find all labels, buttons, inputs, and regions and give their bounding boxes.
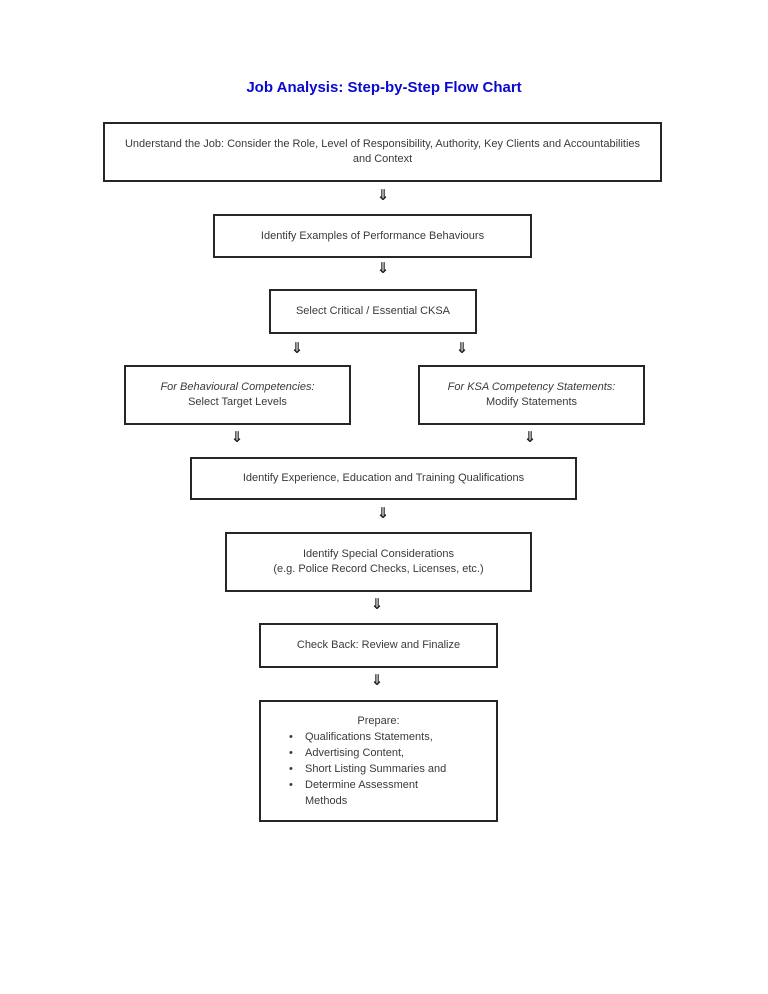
prepare-bullet-item: Short Listing Summaries and: [279, 761, 461, 777]
down-arrow-icon: ⇓: [455, 339, 469, 357]
prepare-bullet-item: Advertising Content,: [279, 745, 461, 761]
node-behavioural-competencies: For Behavioural Competencies: Select Tar…: [124, 365, 351, 425]
prepare-bullet-item: Qualifications Statements,: [279, 729, 461, 745]
node-special-considerations-line1: Identify Special Considerations: [302, 548, 455, 560]
down-arrow-icon: ⇓: [230, 428, 244, 446]
page-title: Job Analysis: Step-by-Step Flow Chart: [246, 79, 522, 96]
node-behavioural-label: Select Target Levels: [188, 396, 287, 408]
node-prepare: Prepare: Qualifications Statements, Adve…: [259, 700, 498, 822]
node-prepare-heading: Prepare:: [357, 714, 400, 727]
node-check-back: Check Back: Review and Finalize: [259, 623, 498, 668]
down-arrow-icon: ⇓: [370, 671, 384, 689]
down-arrow-icon: ⇓: [523, 428, 537, 446]
node-behavioural-heading: For Behavioural Competencies:: [160, 381, 315, 393]
prepare-bullet-item: Determine Assessment Methods: [279, 777, 461, 809]
down-arrow-icon: ⇓: [376, 259, 390, 277]
node-understand-job-label: Understand the Job: Consider the Role, L…: [124, 138, 641, 165]
node-ksa-label: Modify Statements: [485, 396, 578, 408]
node-select-cksa: Select Critical / Essential CKSA: [269, 289, 477, 334]
node-special-considerations: Identify Special Considerations (e.g. Po…: [225, 532, 532, 592]
node-check-back-label: Check Back: Review and Finalize: [296, 639, 461, 651]
node-select-cksa-label: Select Critical / Essential CKSA: [295, 305, 451, 317]
node-ksa-statements: For KSA Competency Statements: Modify St…: [418, 365, 645, 425]
down-arrow-icon: ⇓: [376, 186, 390, 204]
node-identify-qualifications: Identify Experience, Education and Train…: [190, 457, 577, 500]
node-ksa-heading: For KSA Competency Statements:: [447, 381, 616, 393]
down-arrow-icon: ⇓: [376, 504, 390, 522]
node-special-considerations-line2: (e.g. Police Record Checks, Licenses, et…: [273, 563, 484, 575]
down-arrow-icon: ⇓: [370, 595, 384, 613]
node-understand-job: Understand the Job: Consider the Role, L…: [103, 122, 662, 182]
node-identify-examples: Identify Examples of Performance Behavio…: [213, 214, 532, 258]
node-identify-qualifications-label: Identify Experience, Education and Train…: [242, 472, 525, 484]
down-arrow-icon: ⇓: [290, 339, 304, 357]
node-identify-examples-label: Identify Examples of Performance Behavio…: [260, 229, 485, 242]
prepare-bullet-list: Qualifications Statements, Advertising C…: [271, 729, 461, 809]
